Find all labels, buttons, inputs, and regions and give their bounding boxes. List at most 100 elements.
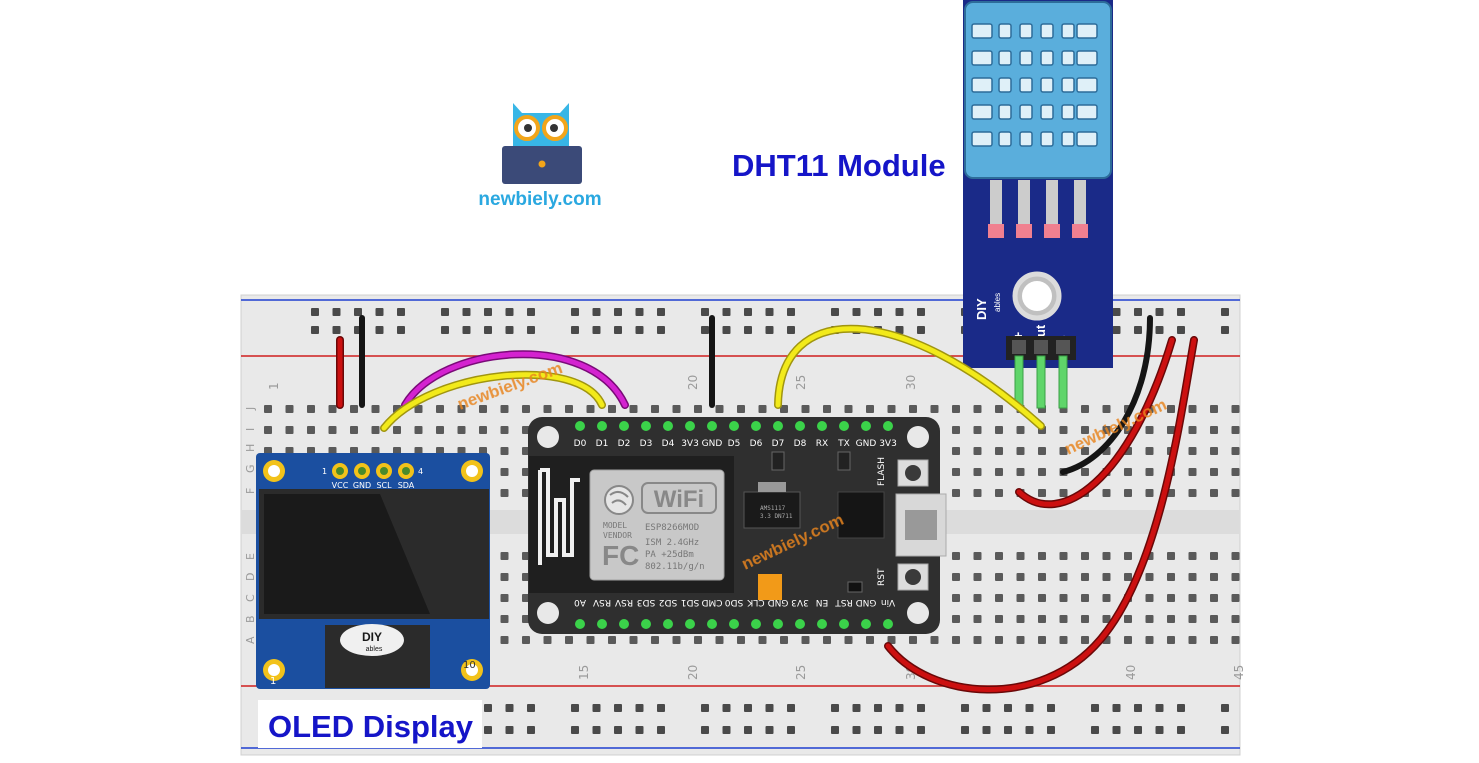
svg-text:SD2: SD2 [659, 597, 677, 607]
sensor-legs [988, 180, 1088, 238]
wire-yellow-dht-out-d7 [774, 324, 1045, 430]
flash-label: FLASH [877, 457, 887, 486]
spec-pa: PA +25dBm [645, 550, 694, 560]
reset-button[interactable] [897, 563, 929, 591]
svg-text:H: H [244, 444, 257, 452]
svg-text:20: 20 [686, 665, 700, 680]
svg-text:GND: GND [768, 597, 789, 607]
brand-name: newbiely.com [478, 189, 601, 210]
wire-magenta-sda-d2 [401, 350, 629, 409]
svg-text:F: F [244, 488, 257, 494]
svg-text:D2: D2 [618, 439, 631, 449]
svg-text:3V3: 3V3 [681, 439, 699, 449]
svg-text:45: 45 [1232, 665, 1246, 680]
esp-top-pin-labels: D0 D1 D2 D3 D4 3V3 GND D5 D6 D7 D8 RX TX… [574, 439, 897, 449]
esp8266-board: D0 D1 D2 D3 D4 3V3 GND D5 D6 D7 D8 RX TX… [528, 417, 947, 634]
dht-logo-sub: ables [993, 293, 1002, 312]
dht11-module: DIY ables + out - [963, 0, 1113, 409]
oled-pins [332, 463, 414, 479]
svg-text:D: D [244, 573, 257, 581]
regulator-sub: 3.3 DN711 [760, 513, 793, 520]
svg-text:D5: D5 [728, 439, 741, 449]
svg-text:D7: D7 [772, 439, 785, 449]
sensor-grille [971, 23, 1098, 147]
svg-text:C: C [244, 594, 257, 602]
oled-pin-first: 1 [322, 467, 327, 476]
owl-icon [502, 103, 582, 184]
svg-text:SD0: SD0 [725, 597, 744, 607]
oled-mount-holes [263, 460, 483, 681]
svg-text:D8: D8 [794, 439, 807, 449]
svg-text:D0: D0 [574, 439, 587, 449]
svg-text:1: 1 [267, 382, 281, 390]
oled-pin-sda: SDA [398, 481, 415, 490]
wire-yellow-scl-d1 [380, 370, 606, 432]
wires [336, 315, 1198, 694]
svg-text:30: 30 [904, 375, 918, 390]
oled-corner-1: 1 [270, 676, 276, 687]
svg-text:GND: GND [856, 597, 877, 607]
svg-text:CMD: CMD [701, 597, 722, 607]
flash-button[interactable] [897, 459, 929, 487]
svg-text:D4: D4 [662, 439, 675, 449]
oled-logo-text: DIY [362, 630, 382, 644]
svg-text:A: A [244, 636, 257, 644]
svg-text:GND: GND [702, 439, 723, 449]
column-numbers: 1 20 25 30 15 20 25 30 40 45 [267, 375, 1246, 680]
svg-text:J: J [244, 407, 257, 411]
wire-red-vin-rail [884, 336, 1198, 694]
svg-text:TX: TX [837, 439, 850, 449]
esp-top-pin-header [575, 421, 893, 431]
svg-text:3V3: 3V3 [879, 439, 897, 449]
row-letters: J I H G F E D C B A [244, 407, 257, 644]
esp8266-wifi-module: WiFi MODEL VENDOR ESP8266MOD FC ISM 2.4G… [529, 456, 734, 593]
svg-text:CLK: CLK [746, 597, 764, 607]
module-name: ESP8266MOD [645, 523, 699, 533]
module-model-label: MODEL [603, 521, 627, 530]
svg-text:SD3: SD3 [637, 597, 655, 607]
wire-red-dht-vcc-rail [1015, 336, 1176, 509]
dht11-title: DHT11 Module [732, 148, 946, 183]
regulator-label: AMS1117 [760, 505, 786, 512]
svg-text:RST: RST [835, 597, 853, 607]
svg-text:SD1: SD1 [681, 597, 699, 607]
svg-text:E: E [244, 553, 257, 560]
oled-title: OLED Display [268, 709, 474, 744]
oled-pin-last: 4 [418, 467, 423, 476]
svg-text:25: 25 [794, 375, 808, 390]
fc-mark: FC [602, 540, 639, 571]
oled-logo-sub: ables [366, 646, 383, 653]
svg-text:Vin: Vin [881, 597, 895, 607]
svg-text:RSV: RSV [614, 597, 633, 607]
svg-text:D3: D3 [640, 439, 653, 449]
newbiely-logo: newbiely.com [478, 103, 602, 210]
svg-text:GND: GND [856, 439, 877, 449]
pcb-antenna-icon [538, 468, 580, 565]
oled-pin-scl: SCL [376, 481, 392, 490]
svg-text:20: 20 [686, 375, 700, 390]
module-vendor-label: VENDOR [603, 531, 632, 540]
svg-text:15: 15 [577, 665, 591, 680]
spec-wifi: 802.11b/g/n [645, 562, 705, 572]
svg-text:D1: D1 [596, 439, 609, 449]
espressif-icon [604, 485, 634, 515]
rst-label: RST [877, 568, 887, 586]
svg-text:G: G [244, 464, 257, 473]
wifi-logo-text: WiFi [654, 486, 704, 513]
oled-pin-vcc: VCC [332, 481, 349, 490]
svg-text:40: 40 [1124, 665, 1138, 680]
svg-text:RX: RX [816, 439, 828, 449]
svg-text:D6: D6 [750, 439, 763, 449]
oled-pin-gnd: GND [353, 481, 371, 490]
esp-bottom-pin-header [575, 619, 893, 629]
wire-black-dht-gnd-rail [1060, 315, 1153, 475]
svg-text:EN: EN [816, 597, 828, 607]
dht-pin-plus: + [1010, 332, 1026, 340]
esp-bottom-pin-labels: A0 RSV RSV SD3 SD2 SD1 CMD SD0 CLK GND 3… [574, 597, 895, 607]
svg-text:RSV: RSV [592, 597, 611, 607]
oled-corner-10: 10 [463, 660, 476, 671]
oled-module: 1 4 VCC GND SCL SDA DIY ables 1 10 [256, 453, 490, 689]
svg-text:I: I [244, 428, 257, 431]
svg-text:3V3: 3V3 [791, 597, 809, 607]
